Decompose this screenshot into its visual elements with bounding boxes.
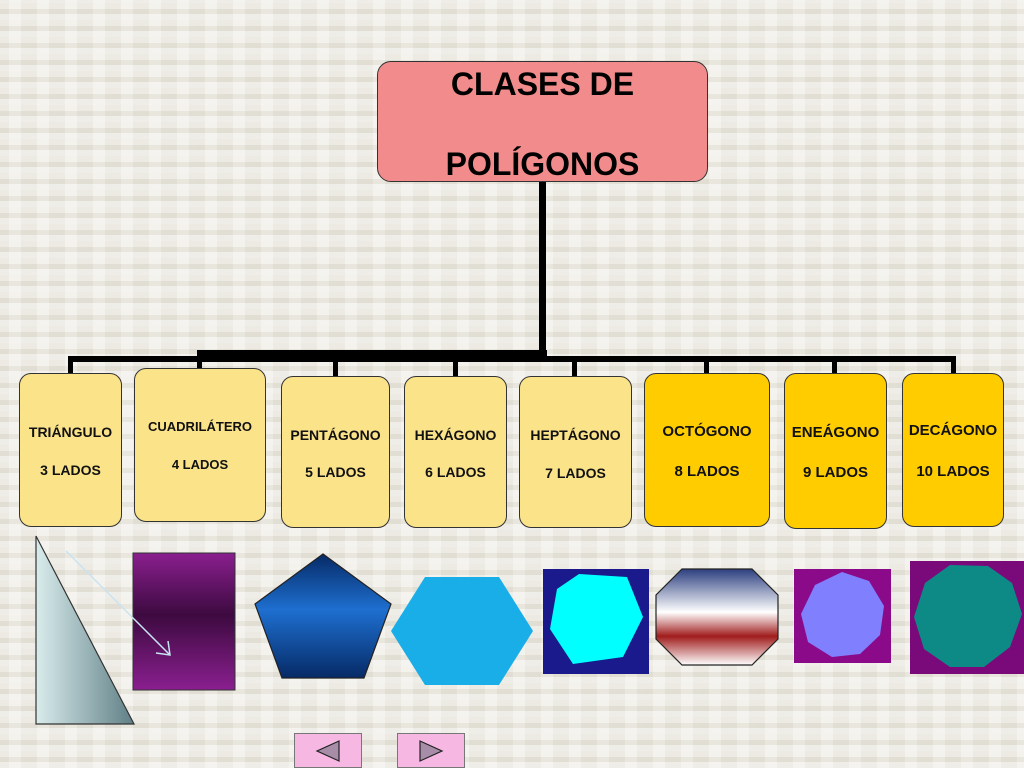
root-title-line1: CLASES DE [450, 66, 635, 102]
octagon-shape [655, 568, 779, 666]
node-eneagono: ENEÁGONO 9 LADOS [784, 373, 887, 529]
pentagon-shape [254, 553, 392, 679]
node-triangulo: TRIÁNGULO 3 LADOS [19, 373, 122, 527]
node-decagono: DECÁGONO 10 LADOS [902, 373, 1004, 527]
branch-drop-7 [832, 356, 837, 373]
next-button[interactable] [397, 733, 465, 768]
node-pentagono: PENTÁGONO 5 LADOS [281, 376, 390, 528]
root-node: CLASES DE POLÍGONOS [377, 61, 708, 182]
branch-drop-5 [572, 356, 577, 376]
branch-bar-upper [197, 350, 547, 356]
nonagon-shape [794, 569, 891, 663]
triangle-left-icon [315, 739, 340, 762]
branch-drop-4 [453, 356, 458, 376]
arrow-annotation [65, 550, 171, 656]
heptagon-shape [543, 569, 649, 674]
decagon-shape [910, 561, 1024, 674]
root-title-line2: POLÍGONOS [445, 146, 640, 182]
node-cuadrilatero-name: CUADRILÁTERO [148, 419, 252, 434]
hexagon-shape [391, 577, 533, 685]
branch-drop-2 [197, 350, 202, 368]
node-octogono-name: OCTÓGONO [662, 423, 752, 440]
node-eneagono-name: ENEÁGONO [791, 424, 880, 441]
triangle-shape [35, 535, 135, 725]
branch-bar-lower [68, 356, 956, 362]
node-decagono-name: DECÁGONO [908, 422, 998, 439]
node-eneagono-sides: 9 LADOS [802, 464, 868, 481]
node-pentagono-name: PENTÁGONO [290, 427, 381, 443]
node-hexagono: HEXÁGONO 6 LADOS [404, 376, 507, 528]
node-decagono-sides: 10 LADOS [916, 463, 990, 480]
node-cuadrilatero: CUADRILÁTERO 4 LADOS [134, 368, 266, 522]
branch-drop-6 [704, 356, 709, 373]
node-hexagono-sides: 6 LADOS [425, 464, 486, 480]
branch-drop-1 [68, 356, 73, 373]
node-heptagono-name: HEPTÁGONO [530, 427, 621, 443]
node-cuadrilatero-sides: 4 LADOS [171, 457, 229, 472]
node-octogono: OCTÓGONO 8 LADOS [644, 373, 770, 527]
node-pentagono-sides: 5 LADOS [305, 464, 366, 480]
branch-drop-3 [333, 356, 338, 376]
trunk-connector [539, 182, 546, 357]
triangle-right-icon [419, 739, 444, 762]
node-triangulo-sides: 3 LADOS [40, 462, 101, 478]
node-heptagono: HEPTÁGONO 7 LADOS [519, 376, 632, 528]
branch-drop-8 [951, 356, 956, 373]
node-hexagono-name: HEXÁGONO [414, 427, 497, 443]
node-octogono-sides: 8 LADOS [674, 463, 740, 480]
prev-button[interactable] [294, 733, 362, 768]
square-shape [132, 552, 236, 691]
node-heptagono-sides: 7 LADOS [545, 465, 606, 481]
node-triangulo-name: TRIÁNGULO [28, 424, 113, 440]
